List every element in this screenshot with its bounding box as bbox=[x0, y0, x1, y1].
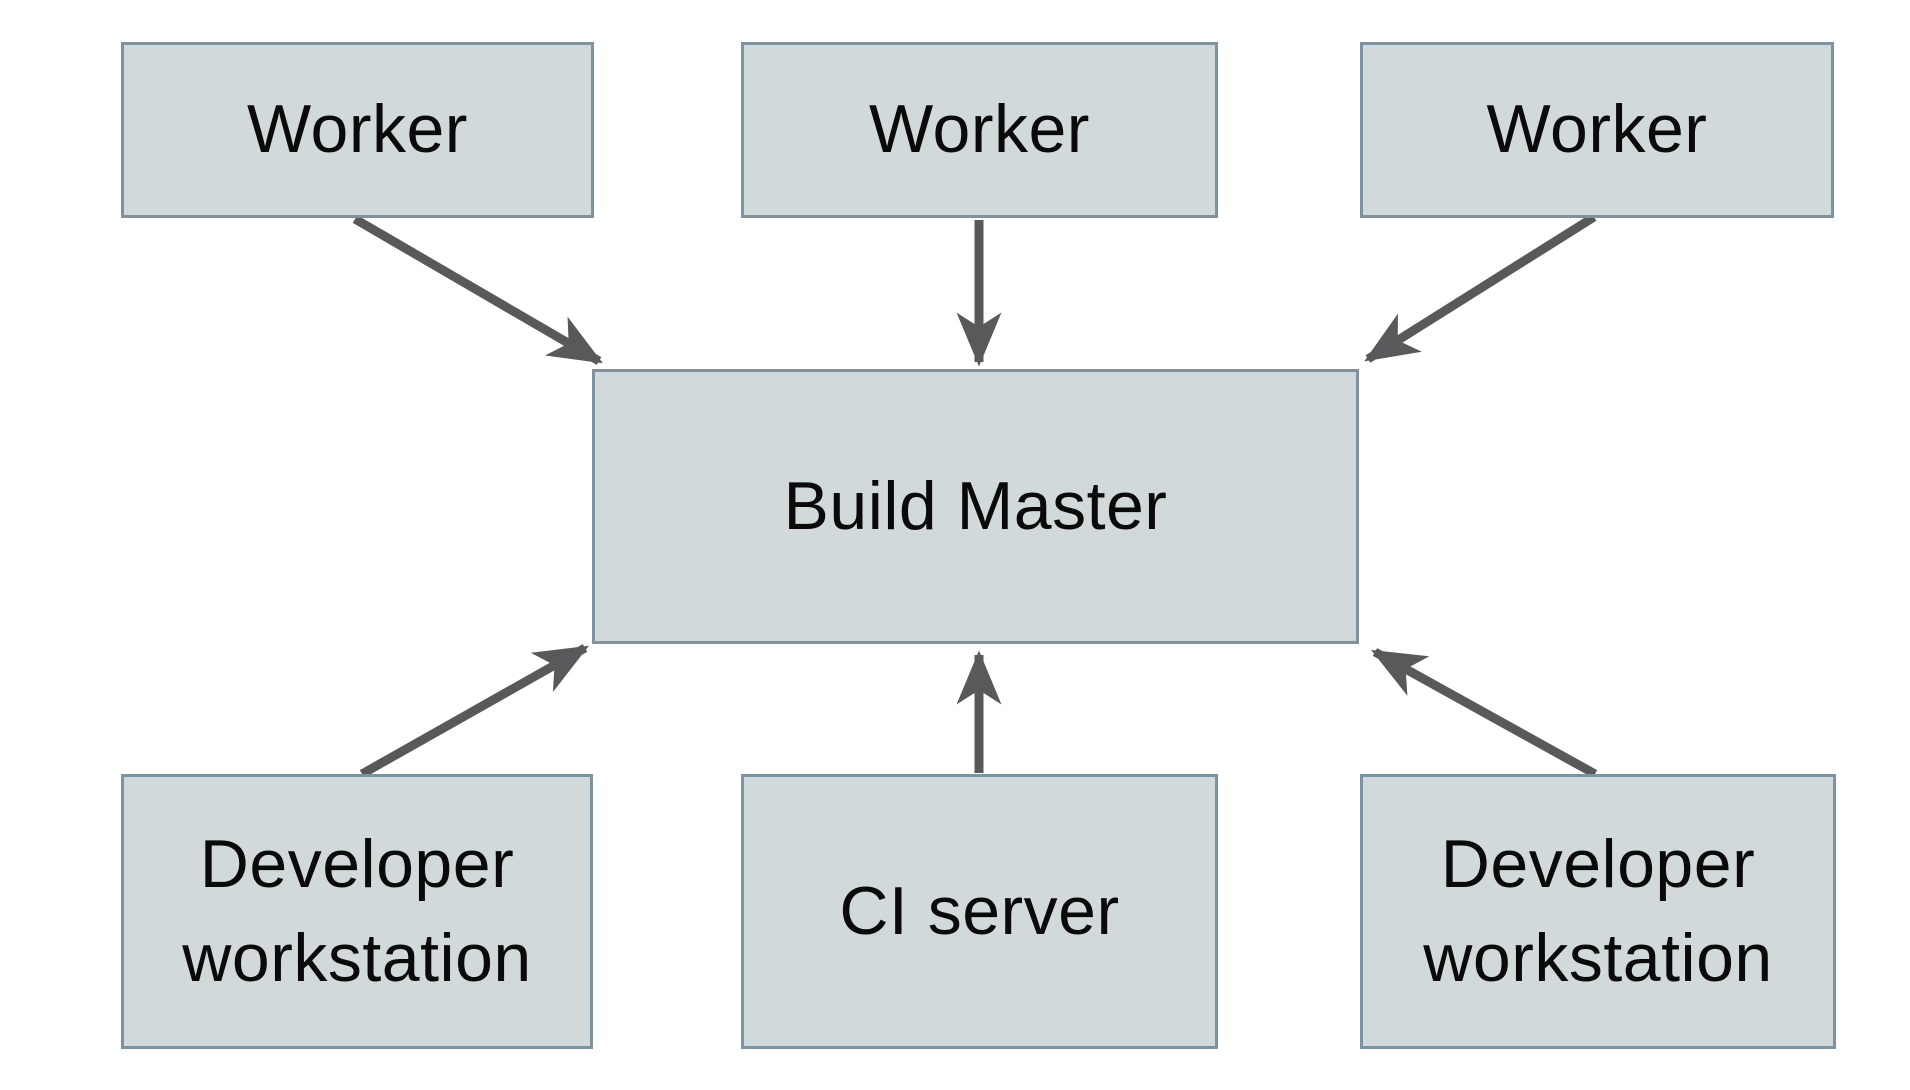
node-developer-workstation-right-label: Developer workstation bbox=[1423, 825, 1773, 996]
node-worker-3-label: Worker bbox=[1486, 91, 1708, 168]
edge-worker-1-to-build-master bbox=[352, 215, 603, 365]
node-worker-1-label: Worker bbox=[247, 91, 468, 168]
node-developer-workstation-left-label: Developer workstation bbox=[182, 825, 532, 996]
node-developer-workstation-left: Developer workstation bbox=[121, 774, 593, 1049]
node-build-master-label: Build Master bbox=[783, 467, 1168, 544]
node-ci-server-label: CI server bbox=[839, 872, 1120, 949]
node-worker-2-label: Worker bbox=[869, 91, 1090, 168]
node-worker-3: Worker bbox=[1360, 42, 1834, 218]
node-worker-1: Worker bbox=[121, 42, 594, 218]
node-build-master: Build Master bbox=[592, 369, 1359, 644]
edge-worker-3-to-build-master bbox=[1364, 213, 1597, 363]
edge-developer-workstation-right-to-build-master bbox=[1371, 648, 1598, 778]
edge-developer-workstation-left-to-build-master bbox=[359, 644, 589, 778]
node-ci-server: CI server bbox=[741, 774, 1218, 1049]
node-developer-workstation-right: Developer workstation bbox=[1360, 774, 1836, 1049]
node-worker-2: Worker bbox=[741, 42, 1218, 218]
